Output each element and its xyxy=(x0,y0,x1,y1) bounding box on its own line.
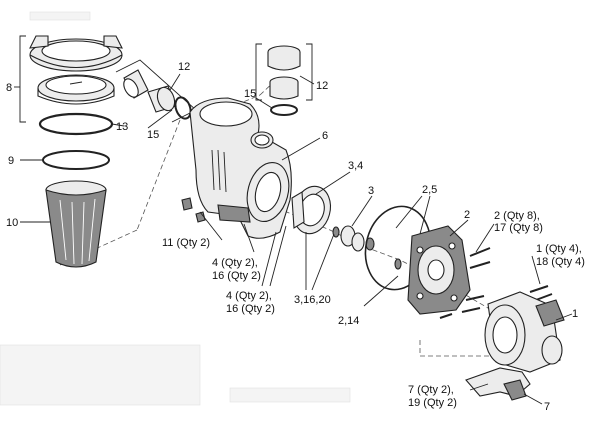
strainer-basket-part-10 xyxy=(45,180,107,268)
label-15-right: 15 xyxy=(244,88,256,100)
bracket-part-8 xyxy=(14,35,26,123)
label-4-qty2-b: 4 (Qty 2), xyxy=(226,290,272,302)
label-10: 10 xyxy=(6,217,18,229)
label-2-14: 2,14 xyxy=(338,315,359,327)
bolts-part-1-18 xyxy=(529,285,553,301)
label-7-qty2: 7 (Qty 2), xyxy=(408,384,454,396)
label-6: 6 xyxy=(322,130,328,142)
label-12-left: 12 xyxy=(178,61,190,73)
leader-lines xyxy=(147,73,573,405)
background-residue xyxy=(0,11,351,406)
label-19-qty2: 19 (Qty 2) xyxy=(408,397,457,409)
lid-o-ring-part-13 xyxy=(38,112,114,136)
motor-part-1 xyxy=(484,291,565,373)
motor-support-foot-part-7 xyxy=(465,367,531,401)
bracket-part-12-left xyxy=(115,59,197,123)
label-16-qty2-a: 16 (Qty 2) xyxy=(212,270,261,282)
label-7: 7 xyxy=(544,401,550,413)
seal-parts-3-16-20 xyxy=(332,225,375,252)
strainer-cover-part-8 xyxy=(37,74,115,105)
label-2-qty8: 2 (Qty 8), xyxy=(494,210,540,222)
label-3-16-20: 3,16,20 xyxy=(294,294,331,306)
union-fitting-right-part-12 xyxy=(267,45,301,116)
label-11-qty2: 11 (Qty 2) xyxy=(162,237,210,249)
label-3: 3 xyxy=(368,185,374,197)
basket-o-ring-part-9 xyxy=(42,150,110,170)
callout-labels: 8 13 9 10 12 15 12 15 6 3,4 3 2,5 2 2 (Q… xyxy=(6,61,585,413)
diffuser-part-3-4 xyxy=(291,185,332,235)
label-16-qty2-b: 16 (Qty 2) xyxy=(226,303,275,315)
label-3-4: 3,4 xyxy=(348,160,363,172)
label-9: 9 xyxy=(8,155,14,167)
label-13: 13 xyxy=(116,121,128,133)
label-1: 1 xyxy=(572,308,578,320)
label-17-qty8: 17 (Qty 8) xyxy=(494,222,543,234)
union-fitting-left-part-12 xyxy=(123,69,192,120)
bolts-part-2-17 xyxy=(439,247,491,319)
strainer-lid-part-8 xyxy=(29,35,123,72)
label-12-right: 12 xyxy=(316,80,328,92)
motor-adapter-plate-part-2 xyxy=(407,225,471,315)
pump-housing-part-6 xyxy=(189,97,292,239)
label-4-qty2-a: 4 (Qty 2), xyxy=(212,257,258,269)
label-2: 2 xyxy=(464,209,470,221)
label-8: 8 xyxy=(6,82,12,94)
label-1-qty4: 1 (Qty 4), xyxy=(536,243,582,255)
label-18-qty4: 18 (Qty 4) xyxy=(536,256,585,268)
label-15-left: 15 xyxy=(147,129,159,141)
label-2-5: 2,5 xyxy=(422,184,437,196)
